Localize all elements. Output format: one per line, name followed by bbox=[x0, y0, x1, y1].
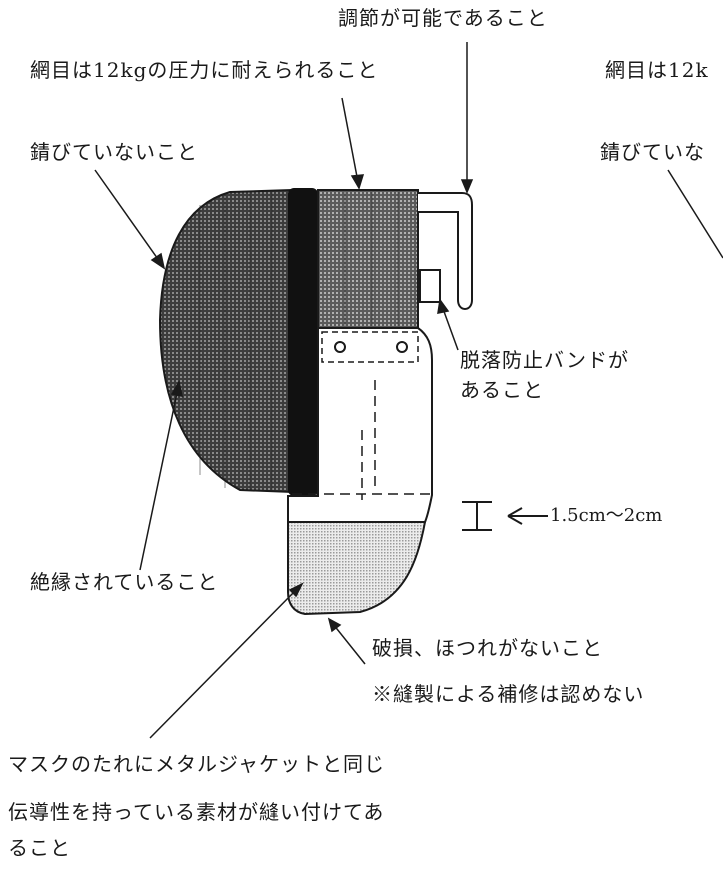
label-bib-line-1: マスクのたれにメタルジャケットと同じ bbox=[8, 752, 385, 776]
rivet-right bbox=[396, 341, 408, 353]
label-adjustable: 調節が可能であること bbox=[338, 6, 548, 30]
mask-mesh-dome bbox=[158, 188, 293, 494]
label-no-rust-cutoff: 錆びていな bbox=[600, 140, 705, 164]
insulation-band bbox=[288, 188, 318, 496]
mask-mesh-bands bbox=[199, 191, 273, 491]
leader-lines bbox=[94, 42, 723, 739]
mask-mesh-top-panel bbox=[317, 189, 419, 329]
label-no-damage: 破損、ほつれがないこと bbox=[372, 636, 603, 660]
retaining-band-clip bbox=[419, 269, 441, 303]
label-measurement: 1.5cm〜2cm bbox=[550, 505, 663, 526]
bib-dashed-guides bbox=[292, 380, 430, 500]
bib-conductive bbox=[287, 521, 427, 616]
label-no-repair: ※縫製による補修は認めない bbox=[372, 682, 645, 706]
label-retaining-band-2: あること bbox=[460, 378, 544, 402]
label-no-rust: 錆びていないこと bbox=[30, 140, 198, 164]
rivet-left bbox=[334, 341, 346, 353]
label-mesh-pressure-cutoff: 網目は12k bbox=[605, 58, 709, 82]
label-bib-line-2: 伝導性を持っている素材が縫い付けてあ bbox=[8, 800, 385, 824]
measurement-marker bbox=[462, 501, 548, 531]
label-insulated: 絶縁されていること bbox=[30, 570, 219, 594]
adjustable-spring bbox=[418, 192, 473, 310]
label-bib-line-3: ること bbox=[8, 836, 71, 860]
label-retaining-band-1: 脱落防止バンドが bbox=[460, 348, 629, 372]
label-mesh-pressure: 網目は12kgの圧力に耐えられること bbox=[30, 58, 379, 82]
